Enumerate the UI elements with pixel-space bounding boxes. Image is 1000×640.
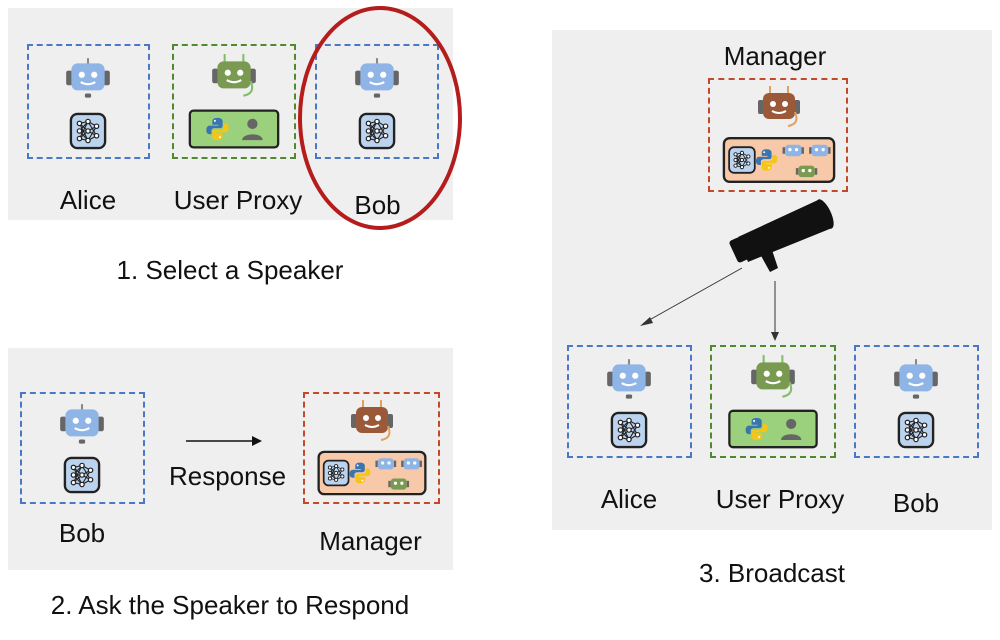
caption-step-2: 2. Ask the Speaker to Respond: [50, 590, 410, 620]
manager-receiver-box: [303, 392, 440, 504]
caption-step-3: 3. Broadcast: [699, 558, 845, 588]
user-proxy-broadcast-label: User Proxy: [715, 484, 845, 514]
manager-title: Manager: [723, 41, 827, 71]
manager-box: [708, 78, 848, 192]
user-proxy-agent-box: [172, 44, 296, 159]
bob-speaker-box: [20, 392, 145, 504]
user-proxy-label: User Proxy: [173, 185, 303, 215]
bob-broadcast-label: Bob: [892, 488, 940, 518]
robot-icon: [890, 355, 942, 407]
bob-label: Bob: [354, 190, 401, 220]
alice-label: Alice: [59, 185, 117, 215]
bob-agent-box: [315, 44, 439, 159]
robot-icon: [603, 355, 655, 407]
bob-broadcast-box: [854, 345, 979, 458]
response-label: Response: [168, 461, 287, 491]
caption-step-1: 1. Select a Speaker: [116, 255, 344, 285]
alice-agent-box: [27, 44, 150, 159]
neural-network-icon: [897, 411, 935, 449]
megaphone-icon: [729, 199, 834, 272]
alice-broadcast-box: [567, 345, 692, 458]
robot-icon: [747, 353, 799, 405]
user-proxy-broadcast-box: [710, 345, 836, 458]
manager-receiver-label: Manager: [319, 526, 422, 556]
alice-broadcast-label: Alice: [600, 484, 658, 514]
neural-network-icon: [610, 411, 648, 449]
bob-speaker-label: Bob: [58, 518, 106, 548]
user-proxy-tools-icon: [727, 409, 819, 449]
